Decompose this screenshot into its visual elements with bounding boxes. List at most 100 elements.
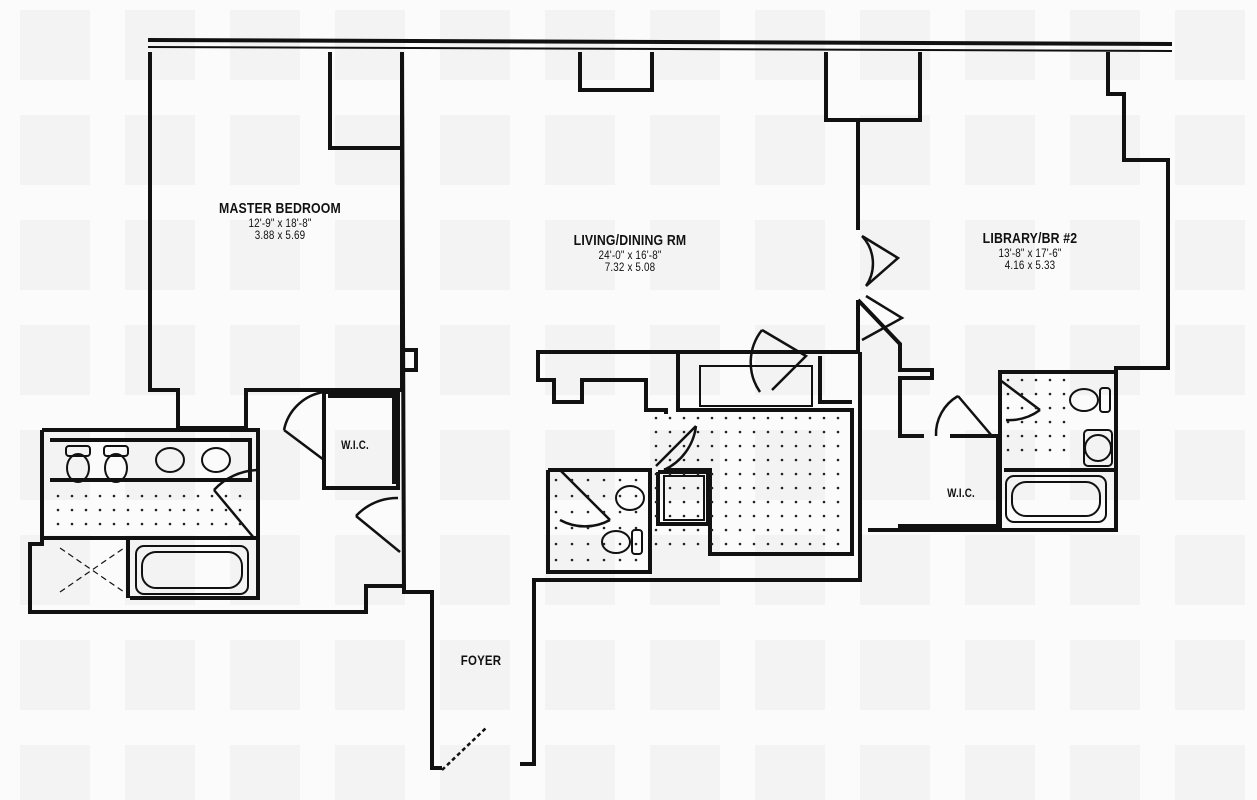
tile-dot xyxy=(752,542,756,546)
tile-dots xyxy=(56,378,1066,562)
tile-dot xyxy=(1062,420,1066,424)
tile-dot xyxy=(710,430,714,434)
tile-dot xyxy=(808,542,812,546)
tile-dot xyxy=(554,558,558,562)
tile-dot xyxy=(1034,448,1038,452)
tile-dot xyxy=(654,472,658,476)
tile-dot xyxy=(836,430,840,434)
tile-dot xyxy=(654,542,658,546)
tile-dot xyxy=(602,494,606,498)
tile-dot xyxy=(668,514,672,518)
tile-dot xyxy=(808,514,812,518)
tile-dot xyxy=(618,526,622,530)
tile-dot xyxy=(654,486,658,490)
tile-dot xyxy=(238,508,242,512)
watermark-tile xyxy=(1175,115,1245,185)
tile-dot xyxy=(154,494,158,498)
tile-dot xyxy=(808,472,812,476)
tile-dot xyxy=(586,542,590,546)
watermark-tile xyxy=(650,220,720,290)
tile-dot xyxy=(84,494,88,498)
tile-dot xyxy=(766,458,770,462)
tile-dot xyxy=(618,558,622,562)
tile-dot xyxy=(752,416,756,420)
watermark-tile xyxy=(335,220,405,290)
watermark-tile xyxy=(440,745,510,800)
tile-dot xyxy=(766,528,770,532)
tile-dot xyxy=(752,486,756,490)
tile-dot xyxy=(224,494,228,498)
watermark-tile xyxy=(755,535,825,605)
tile-dot xyxy=(586,558,590,562)
tile-dot xyxy=(196,508,200,512)
master-bedroom-label: MASTER BEDROOM 12'-9" x 18'-8" 3.88 x 5.… xyxy=(206,200,354,241)
watermark-tile xyxy=(1175,535,1245,605)
tile-dot xyxy=(634,526,638,530)
tile-dot xyxy=(168,494,172,498)
watermark-tile xyxy=(1175,325,1245,395)
tile-dot xyxy=(668,542,672,546)
tile-dot xyxy=(618,510,622,514)
tile-dot xyxy=(752,430,756,434)
tile-dot xyxy=(836,542,840,546)
watermark-tile xyxy=(1175,430,1245,500)
master-bedroom-name: MASTER BEDROOM xyxy=(219,200,341,217)
tile-dot xyxy=(738,486,742,490)
watermark-tile xyxy=(965,745,1035,800)
tile-dot xyxy=(126,494,130,498)
tile-dot xyxy=(634,542,638,546)
tile-dot xyxy=(752,444,756,448)
watermark-tile xyxy=(1175,745,1245,800)
watermark-tile xyxy=(125,640,195,710)
watermark-tile xyxy=(230,10,300,80)
bidet-icon xyxy=(104,453,128,483)
tile-dot xyxy=(210,508,214,512)
tile-dot xyxy=(836,416,840,420)
tile-dot xyxy=(822,458,826,462)
tile-dot xyxy=(822,472,826,476)
living-dining-dim-imperial: 24'-0" x 16'-8" xyxy=(598,248,662,262)
tile-dot xyxy=(602,542,606,546)
tile-dot xyxy=(752,500,756,504)
tile-dot xyxy=(196,522,200,526)
watermark-tile xyxy=(860,535,930,605)
walls xyxy=(28,51,1170,770)
tile-dot xyxy=(710,416,714,420)
tile-dot xyxy=(126,508,130,512)
watermark-tile xyxy=(1070,640,1140,710)
tile-dot xyxy=(1006,434,1010,438)
tile-dot xyxy=(766,472,770,476)
door-swings xyxy=(59,234,1041,771)
tile-dot xyxy=(780,444,784,448)
tile-dot xyxy=(1020,420,1024,424)
tile-dot xyxy=(1034,378,1038,382)
tile-dot xyxy=(140,508,144,512)
tile-dot xyxy=(794,416,798,420)
watermark-tile xyxy=(545,640,615,710)
tile-dot xyxy=(654,458,658,462)
tile-dot xyxy=(836,514,840,518)
watermark-tile xyxy=(650,325,720,395)
watermark-tile xyxy=(1175,640,1245,710)
tile-dot xyxy=(794,486,798,490)
tile-dot xyxy=(766,500,770,504)
tile-dot xyxy=(634,478,638,482)
tile-dot xyxy=(836,472,840,476)
tile-dot xyxy=(586,478,590,482)
tile-dot xyxy=(668,486,672,490)
bathtub-icon xyxy=(135,545,249,595)
tile-dot xyxy=(752,528,756,532)
tile-dot xyxy=(682,486,686,490)
tile-dot xyxy=(682,444,686,448)
tile-dot xyxy=(1006,392,1010,396)
tile-dot xyxy=(808,430,812,434)
watermark-tile xyxy=(125,325,195,395)
tile-dot xyxy=(1062,448,1066,452)
tile-dot xyxy=(822,528,826,532)
tile-dot xyxy=(154,508,158,512)
tile-dot xyxy=(1006,420,1010,424)
tile-dot xyxy=(70,522,74,526)
watermark-tile xyxy=(755,220,825,290)
watermark-tile xyxy=(20,220,90,290)
